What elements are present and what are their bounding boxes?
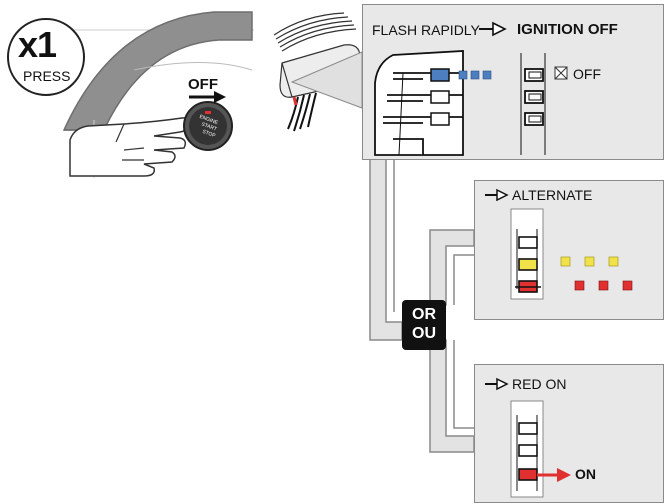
arrow-right-icon — [485, 377, 509, 391]
hand-icon — [69, 117, 191, 177]
led-red — [518, 468, 538, 481]
ignition-illustration: OFF ENGINE START STOP — [4, 0, 254, 180]
heading-flash-rapidly: FLASH RAPIDLY — [372, 22, 480, 38]
led-flash-icon — [574, 280, 633, 291]
heading-red-on: RED ON — [512, 376, 567, 392]
ou-label: OU — [412, 325, 436, 342]
press-count: x1 — [18, 24, 57, 65]
panel-alternate: ALTERNATE — [474, 180, 664, 320]
arrow-right-icon — [557, 468, 571, 482]
panel-ignition-off: FLASH RAPIDLY — [362, 4, 664, 160]
press-count-badge: x1 PRESS — [7, 18, 85, 96]
led-off-icon — [554, 66, 568, 80]
off-state-label: OFF — [573, 66, 601, 82]
led-flash-icon — [560, 256, 619, 267]
on-state-label: ON — [575, 466, 596, 482]
or-label: OR — [412, 306, 436, 323]
press-label: PRESS — [23, 68, 71, 84]
heading-alternate: ALTERNATE — [512, 187, 593, 203]
led-yellow — [518, 258, 538, 271]
or-badge: OR OU — [402, 300, 446, 350]
led-blue — [430, 68, 450, 82]
off-direction-label: OFF — [188, 76, 218, 93]
led-flash-icon — [458, 70, 492, 80]
arrow-right-icon — [479, 21, 507, 37]
arrow-right-icon — [485, 188, 509, 202]
heading-ignition-off: IGNITION OFF — [517, 21, 618, 38]
panel-red-on: RED ON ON — [474, 364, 664, 503]
